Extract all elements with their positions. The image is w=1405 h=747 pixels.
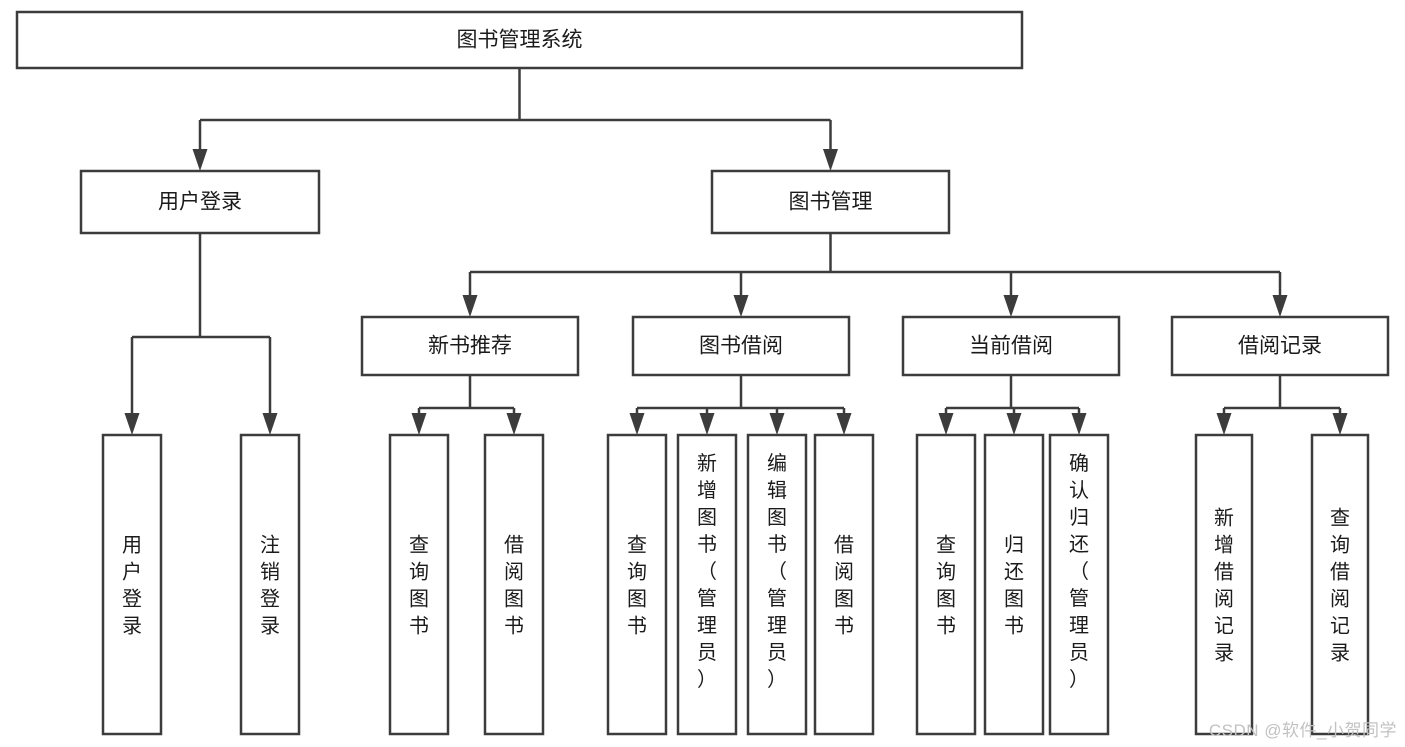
node-book-borrow-label: 图书借阅	[699, 335, 783, 358]
connector-bookborrow-to-leaves	[629, 375, 852, 435]
connector-userlogin-to-leaves	[124, 233, 278, 435]
node-leaf-borrow-book-label: 借阅图书	[834, 534, 854, 638]
node-leaf-user-login-box	[101, 433, 163, 736]
node-leaf-query-borrow-record-label: 查询借阅记录	[1330, 507, 1350, 665]
node-borrow-record-label: 借阅记录	[1238, 335, 1322, 358]
watermark-label: CSDN @软件_小贺同学	[1208, 721, 1397, 740]
connector-root-to-level1	[192, 68, 838, 171]
node-leaf-confirm-return-box	[1048, 433, 1110, 736]
node-leaf-user-login[interactable]: 用户登录	[101, 433, 163, 736]
arrow-head-icon	[836, 413, 852, 435]
node-leaf-query-book-new-box	[388, 433, 450, 736]
node-leaf-return-book-box	[983, 433, 1045, 736]
node-leaf-edit-book-box	[746, 433, 808, 736]
node-leaf-add-book-label: 新增图书（管理员）	[697, 452, 717, 691]
arrow-head-icon	[629, 413, 645, 435]
arrow-head-icon	[192, 149, 208, 171]
node-leaf-borrow-book-box	[813, 433, 875, 736]
arrow-head-icon	[506, 413, 522, 435]
arrow-head-icon	[769, 413, 785, 435]
node-root[interactable]: 图书管理系统	[15, 10, 1024, 70]
node-current-borrow-label: 当前借阅	[969, 335, 1053, 358]
node-layer: 图书管理系统用户登录图书管理新书推荐图书借阅当前借阅借阅记录用户登录注销登录查询…	[15, 10, 1390, 736]
arrow-head-icon	[1003, 295, 1019, 317]
node-leaf-logout-login-box	[239, 433, 301, 736]
node-leaf-return-book-label: 归还图书	[1004, 534, 1024, 638]
node-book-borrow[interactable]: 图书借阅	[631, 315, 851, 377]
node-user-login-box	[79, 169, 321, 235]
node-leaf-borrow-book-new-label: 借阅图书	[504, 534, 524, 638]
arrow-head-icon	[1006, 413, 1022, 435]
arrow-head-icon	[462, 295, 478, 317]
connector-borrowrecord-to-leaves	[1216, 375, 1348, 435]
node-root-box	[15, 10, 1024, 70]
node-leaf-borrow-book-new[interactable]: 借阅图书	[483, 433, 545, 736]
node-leaf-borrow-book[interactable]: 借阅图书	[813, 433, 875, 736]
node-leaf-edit-book[interactable]: 编辑图书（管理员）	[746, 433, 808, 736]
node-root-label: 图书管理系统	[457, 29, 583, 52]
arrow-head-icon	[823, 149, 838, 171]
node-user-login[interactable]: 用户登录	[79, 169, 321, 235]
arrow-head-icon	[1332, 413, 1348, 435]
node-leaf-logout-login[interactable]: 注销登录	[239, 433, 301, 736]
arrow-head-icon	[1216, 413, 1232, 435]
node-leaf-logout-login-label: 注销登录	[260, 534, 280, 638]
node-book-borrow-box	[631, 315, 851, 377]
node-borrow-record-box	[1170, 315, 1390, 377]
node-leaf-query-borrow-record-box	[1310, 433, 1370, 736]
node-borrow-record[interactable]: 借阅记录	[1170, 315, 1390, 377]
node-new-book-recommend[interactable]: 新书推荐	[360, 315, 580, 377]
connector-bookmgmt-to-level2	[462, 233, 1288, 317]
arrow-head-icon	[411, 413, 427, 435]
node-leaf-query-book-borrow[interactable]: 查询图书	[606, 433, 668, 736]
node-leaf-user-login-label: 用户登录	[122, 535, 142, 638]
connector-currentborrow-to-leaves	[938, 375, 1087, 435]
node-book-management-box	[710, 169, 951, 235]
node-leaf-query-book-new[interactable]: 查询图书	[388, 433, 450, 736]
arrow-head-icon	[262, 413, 278, 435]
node-leaf-add-borrow-record-label: 新增借阅记录	[1214, 507, 1234, 665]
node-leaf-borrow-book-new-box	[483, 433, 545, 736]
connector-newbook-to-leaves	[411, 375, 522, 435]
arrow-head-icon	[699, 413, 715, 435]
node-leaf-confirm-return[interactable]: 确认归还（管理员）	[1048, 433, 1110, 736]
node-book-management[interactable]: 图书管理	[710, 169, 951, 235]
node-new-book-recommend-label: 新书推荐	[428, 335, 512, 358]
node-leaf-confirm-return-label: 确认归还（管理员）	[1069, 452, 1089, 691]
arrow-head-icon	[1071, 413, 1087, 435]
node-leaf-query-book-current-label: 查询图书	[936, 534, 956, 638]
node-leaf-query-book-borrow-box	[606, 433, 668, 736]
node-current-borrow[interactable]: 当前借阅	[901, 315, 1121, 377]
node-leaf-query-book-borrow-label: 查询图书	[627, 534, 647, 638]
node-leaf-return-book[interactable]: 归还图书	[983, 433, 1045, 736]
node-leaf-query-book-current[interactable]: 查询图书	[915, 433, 977, 736]
node-leaf-add-book-box	[676, 433, 738, 736]
node-current-borrow-box	[901, 315, 1121, 377]
node-leaf-query-borrow-record[interactable]: 查询借阅记录	[1310, 433, 1370, 736]
arrow-head-icon	[938, 413, 954, 435]
node-leaf-add-borrow-record-box	[1194, 433, 1254, 736]
node-user-login-label: 用户登录	[158, 191, 242, 214]
arrow-head-icon	[1272, 295, 1288, 317]
node-leaf-add-borrow-record[interactable]: 新增借阅记录	[1194, 433, 1254, 736]
node-leaf-query-book-current-box	[915, 433, 977, 736]
arrow-head-icon	[733, 295, 749, 317]
node-leaf-query-book-new-label: 查询图书	[409, 534, 429, 638]
arrow-head-icon	[124, 413, 140, 435]
connector-layer	[124, 68, 1348, 435]
node-book-management-label: 图书管理	[789, 191, 873, 214]
node-leaf-edit-book-label: 编辑图书（管理员）	[767, 452, 787, 691]
node-leaf-add-book[interactable]: 新增图书（管理员）	[676, 433, 738, 736]
node-new-book-recommend-box	[360, 315, 580, 377]
